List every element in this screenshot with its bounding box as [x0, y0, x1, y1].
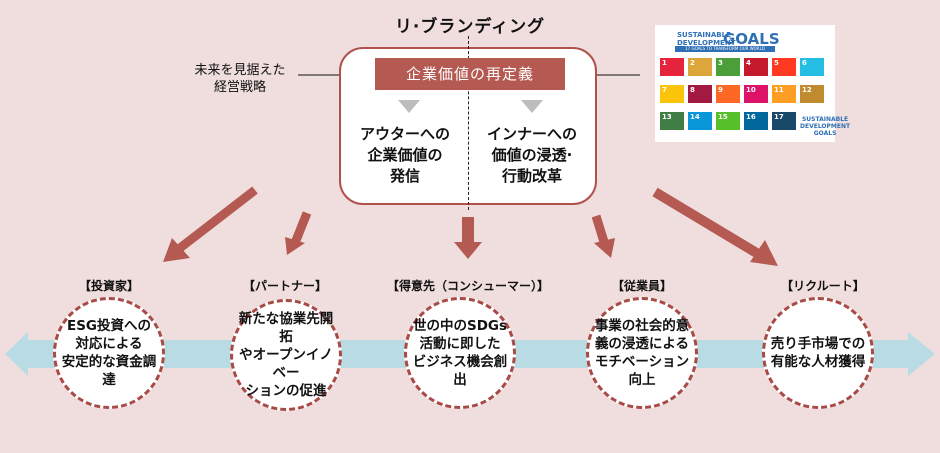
stakeholder-label: 【リクルート】 — [781, 279, 865, 293]
sdg-logo: SUSTAINABLE DEVELOPMENT GOALS — [800, 116, 851, 137]
sdg-goal-tile: 4 — [744, 58, 768, 76]
stakeholder-label: 【従業員】 — [611, 279, 672, 293]
sdg-goal-tile: 2 — [688, 58, 712, 76]
arrow-to-employee — [591, 214, 615, 258]
stakeholder-label: 【得意先（コンシューマー）】 — [386, 279, 549, 293]
inner-triangle-icon — [521, 100, 543, 113]
stakeholder-benefit: 事業の社会的意 義の浸透による モチベーション向上 — [594, 318, 690, 388]
future-strategy-note: 未来を見据えた 経営戦略 — [194, 63, 286, 95]
arrow-to-investor — [163, 186, 258, 262]
stakeholder-circle: 売り手市場での 有能な人材獲得 — [762, 297, 874, 409]
outer-message: アウターへの 企業価値の 発信 — [359, 125, 450, 185]
diagram-title: リ·ブランディング — [394, 17, 546, 37]
sdg-goal-tile: 3 — [716, 58, 740, 76]
stakeholder-label: 【投資家】 — [78, 279, 139, 293]
stakeholder-label: 【パートナー】 — [242, 279, 327, 293]
sdg-goal-tile: 10 — [744, 85, 768, 103]
stakeholder-circle: ESG投資への 対応による 安定的な資金調達 — [53, 297, 165, 409]
stakeholder-circle: 新たな協業先開拓 やオープンイノベー ションの促進 — [230, 299, 342, 411]
core-divider — [468, 36, 469, 210]
band-left-arrowhead — [5, 332, 28, 376]
arrow-to-partner — [285, 211, 312, 255]
redefine-value-bar: 企業価値の再定義 — [375, 58, 565, 90]
stakeholder-benefit: 新たな協業先開拓 やオープンイノベー ションの促進 — [238, 311, 334, 399]
sdg-goal-tile: 11 — [772, 85, 796, 103]
sdg-goal-tile: 15 — [716, 112, 740, 130]
sdg-goal-tile: 6 — [800, 58, 824, 76]
sdg-goal-tile: 14 — [688, 112, 712, 130]
sdg-goal-tile: 13 — [660, 112, 684, 130]
sdg-goal-tile: 12 — [800, 85, 824, 103]
stakeholder-circle: 事業の社会的意 義の浸透による モチベーション向上 — [586, 297, 698, 409]
sdg-goal-tile: 5 — [772, 58, 796, 76]
outer-triangle-icon — [398, 100, 420, 113]
arrow-to-recruit — [652, 187, 778, 266]
sdg-heading: SUSTAINABLE DEVELOPMENT — [677, 31, 736, 47]
sdg-goal-tile: 8 — [688, 85, 712, 103]
sdg-subtitle: 17 GOALS TO TRANSFORM OUR WORLD — [675, 46, 775, 52]
stakeholder-benefit: 世の中のSDGs 活動に即した ビジネス機会創出 — [412, 318, 508, 388]
band-right-arrowhead — [908, 332, 935, 376]
stakeholder-circle: 世の中のSDGs 活動に即した ビジネス機会創出 — [404, 297, 516, 409]
sdg-goal-tile: 16 — [744, 112, 768, 130]
sdg-goals-image: SUSTAINABLE DEVELOPMENT GOALS 17 GOALS T… — [655, 25, 850, 142]
stakeholder-benefit: ESG投資への 対応による 安定的な資金調達 — [61, 318, 157, 388]
inner-message: インナーへの 価値の浸透· 行動改革 — [486, 125, 577, 185]
sdg-goal-tile: 1 — [660, 58, 684, 76]
arrow-to-customer — [454, 217, 482, 259]
sdg-goals-word: GOALS — [723, 30, 780, 48]
sdg-goal-tile: 7 — [660, 85, 684, 103]
stakeholder-benefit: 売り手市場での 有能な人材獲得 — [770, 336, 866, 370]
sdg-goal-tile: 9 — [716, 85, 740, 103]
sdg-goal-tile: 17 — [772, 112, 796, 130]
